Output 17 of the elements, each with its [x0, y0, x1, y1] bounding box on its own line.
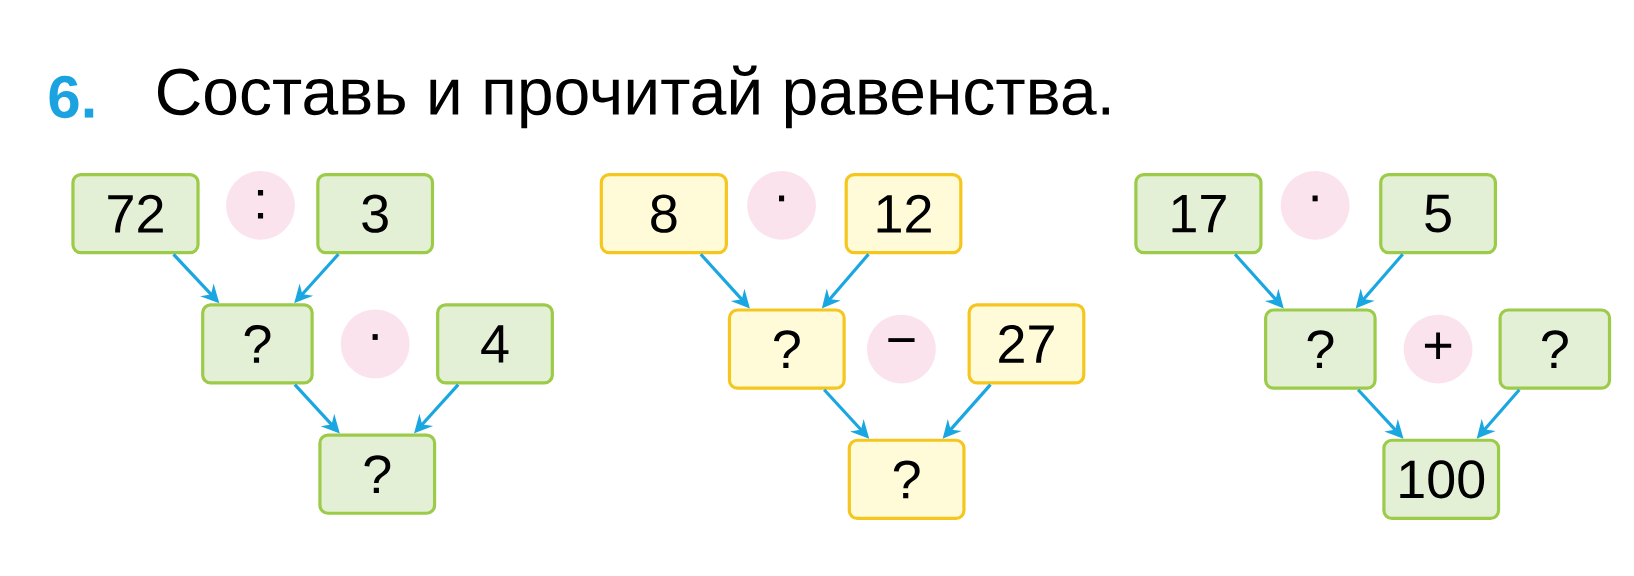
number-box: ?: [318, 433, 437, 515]
number-box: ?: [201, 303, 314, 385]
number-box: 8: [599, 172, 728, 255]
task-number: 6.: [49, 75, 94, 119]
number-box: 4: [436, 303, 554, 385]
number-box: 100: [1382, 438, 1501, 520]
number-box: 27: [967, 303, 1086, 385]
number-box: 5: [1379, 172, 1497, 255]
number-box: ?: [727, 308, 846, 390]
number-box: 12: [844, 172, 963, 255]
task-title: Составь и прочитай равенства.: [158, 65, 1109, 129]
number-box: ?: [1498, 308, 1612, 390]
number-box: ?: [847, 438, 966, 520]
number-box: 72: [71, 172, 200, 255]
number-box: 3: [316, 172, 435, 255]
number-box: 17: [1134, 172, 1263, 255]
number-box: ?: [1264, 308, 1377, 390]
